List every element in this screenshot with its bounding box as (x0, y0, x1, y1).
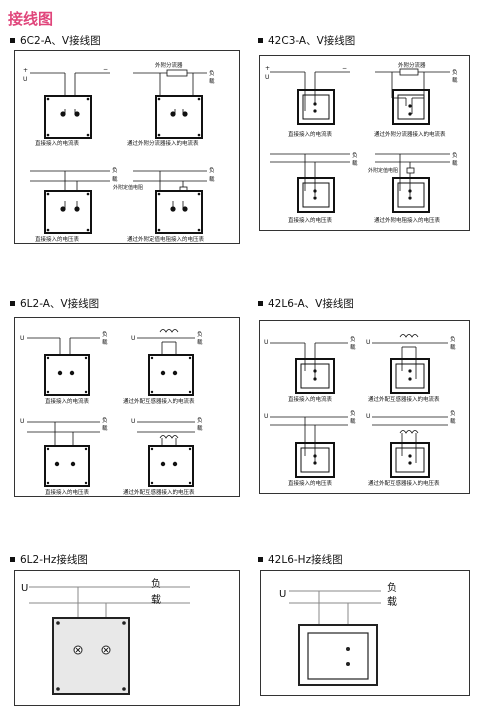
load-label-1: 负 (452, 70, 458, 76)
load-label-1: 负 (151, 579, 161, 590)
u-label: U (264, 339, 269, 346)
u-label: U (279, 589, 287, 600)
caption-direct-voltmeter: 直接接入的电压表 (288, 481, 333, 487)
section-title-6c2: 6C2-A、V接线图 (10, 33, 101, 48)
load-label-1: 负 (197, 418, 203, 424)
load-label-2: 载 (450, 345, 456, 351)
load-label-2: 载 (102, 426, 108, 432)
load-label-1: 负 (450, 337, 456, 343)
load-label-1: 负 (102, 418, 108, 424)
caption-direct-voltmeter: 直接接入的电压表 (45, 490, 90, 496)
load-label-2: 载 (352, 161, 358, 167)
load-label-1: 负 (197, 332, 203, 338)
load-label-2: 载 (350, 419, 356, 425)
caption-shunt-ammeter: 通过外附分流器接入的电流表 (374, 132, 446, 138)
load-label-1: 负 (452, 153, 458, 159)
bullet-square-icon (10, 556, 15, 562)
bullet-square-icon (258, 300, 263, 306)
caption-shunt-ammeter: 通过外附分流器接入的电流表 (127, 141, 199, 147)
plus-label: + (265, 65, 271, 72)
caption-direct-ammeter: 直接接入的电流表 (35, 141, 80, 147)
load-label-1: 负 (352, 153, 358, 159)
load-label-2: 载 (197, 340, 203, 346)
section-title-42l6-hz: 42L6-Hz接线图 (258, 552, 343, 567)
load-label-1: 负 (387, 583, 397, 594)
section-title-6l2-hz: 6L2-Hz接线图 (10, 552, 88, 567)
u-label: U (265, 74, 270, 81)
u-label: U (131, 335, 136, 342)
caption-direct-ammeter: 直接接入的电流表 (288, 132, 333, 138)
load-label-2: 载 (452, 161, 458, 167)
u-label: U (264, 413, 269, 420)
caption-direct-voltmeter: 直接接入的电压表 (288, 218, 333, 224)
wiring-diagram-42c3 (270, 68, 450, 213)
plus-label: + (23, 67, 29, 74)
caption-pt-voltmeter: 通过外配互感器接入的电压表 (123, 490, 195, 496)
caption-direct-ammeter: 直接接入的电流表 (288, 397, 333, 403)
caption-pt-voltmeter: 通过外配互感器接入的电压表 (368, 481, 440, 487)
load-label-2: 载 (102, 340, 108, 346)
u-label: U (366, 413, 371, 420)
bullet-square-icon (258, 556, 263, 562)
panel-6c2: + U − 外附分流器 负 载 负 载 负 载 外附定值电阻 直接接入的电流表 … (14, 50, 240, 244)
load-label-2: 载 (151, 595, 161, 606)
section-title-text: 42L6-A、V接线图 (268, 298, 354, 310)
shunt-label: 外附分流器 (398, 63, 426, 69)
resistor-label: 外附定值电阻 (368, 168, 399, 174)
wiring-diagram-42l6 (270, 334, 448, 478)
load-label-2: 载 (112, 177, 118, 183)
resistor-label: 外附定值电阻 (113, 185, 144, 191)
wiring-diagram-6l2 (27, 329, 195, 487)
load-label-2: 载 (452, 78, 458, 84)
panel-6l2-hz: U 负 载 (14, 570, 240, 706)
minus-label: − (103, 66, 109, 73)
caption-direct-ammeter: 直接接入的电流表 (45, 399, 90, 405)
wiring-diagram-6l2-hz (29, 586, 190, 695)
u-label: U (20, 335, 25, 342)
panel-6l2: U 负 载 U 负 载 U 负 载 U 负 载 直接接入的电流表 通过外配互感器… (14, 317, 240, 497)
load-label-2: 载 (450, 419, 456, 425)
bullet-square-icon (10, 37, 15, 43)
section-title-text: 6L2-A、V接线图 (20, 298, 100, 310)
section-title-text: 6L2-Hz接线图 (20, 554, 88, 566)
page-title: 接线图 (8, 10, 54, 28)
u-label: U (21, 583, 29, 594)
u-label: U (23, 76, 28, 83)
bullet-square-icon (258, 37, 263, 43)
section-title-text: 6C2-A、V接线图 (20, 35, 101, 47)
section-title-42c3: 42C3-A、V接线图 (258, 33, 355, 48)
caption-resistor-voltmeter: 通过外附定值电阻接入的电压表 (127, 237, 205, 243)
load-label-1: 负 (102, 332, 108, 338)
u-label: U (131, 418, 136, 425)
section-title-6l2: 6L2-A、V接线图 (10, 296, 99, 311)
load-label-1: 负 (209, 168, 215, 174)
load-label-1: 负 (350, 337, 356, 343)
load-label-2: 载 (209, 79, 215, 85)
u-label: U (20, 418, 25, 425)
panel-42c3: + U − 外附分流器 负 载 负 载 负 载 外附定值电阻 直接接入的电流表 … (259, 55, 470, 231)
u-label: U (366, 339, 371, 346)
load-label-1: 负 (350, 411, 356, 417)
caption-direct-voltmeter: 直接接入的电压表 (35, 237, 80, 243)
wiring-diagram-42l6-hz (289, 590, 381, 686)
load-label-2: 载 (209, 177, 215, 183)
load-label-2: 载 (350, 345, 356, 351)
caption-ct-ammeter: 通过外配互感器接入的电流表 (123, 399, 195, 405)
section-title-text: 42C3-A、V接线图 (268, 35, 356, 47)
panel-42l6-hz: U 负 载 (260, 570, 470, 696)
caption-ct-ammeter: 通过外配互感器接入的电流表 (368, 397, 440, 403)
bullet-square-icon (10, 300, 15, 306)
load-label-2: 载 (197, 426, 203, 432)
shunt-label: 外附分流器 (155, 63, 183, 69)
panel-42l6: U 负 载 U 负 载 U 负 载 U 负 载 直接接入的电流表 通过外配互感器… (259, 320, 470, 494)
wiring-diagram-6c2 (30, 69, 207, 234)
load-label-1: 负 (112, 168, 118, 174)
load-label-1: 负 (209, 71, 215, 77)
minus-label: − (342, 65, 348, 72)
load-label-1: 负 (450, 411, 456, 417)
load-label-2: 载 (387, 597, 397, 608)
section-title-text: 42L6-Hz接线图 (268, 554, 343, 566)
caption-resistor-voltmeter: 通过外附电阻接入的电压表 (374, 218, 441, 224)
section-title-42l6: 42L6-A、V接线图 (258, 296, 354, 311)
